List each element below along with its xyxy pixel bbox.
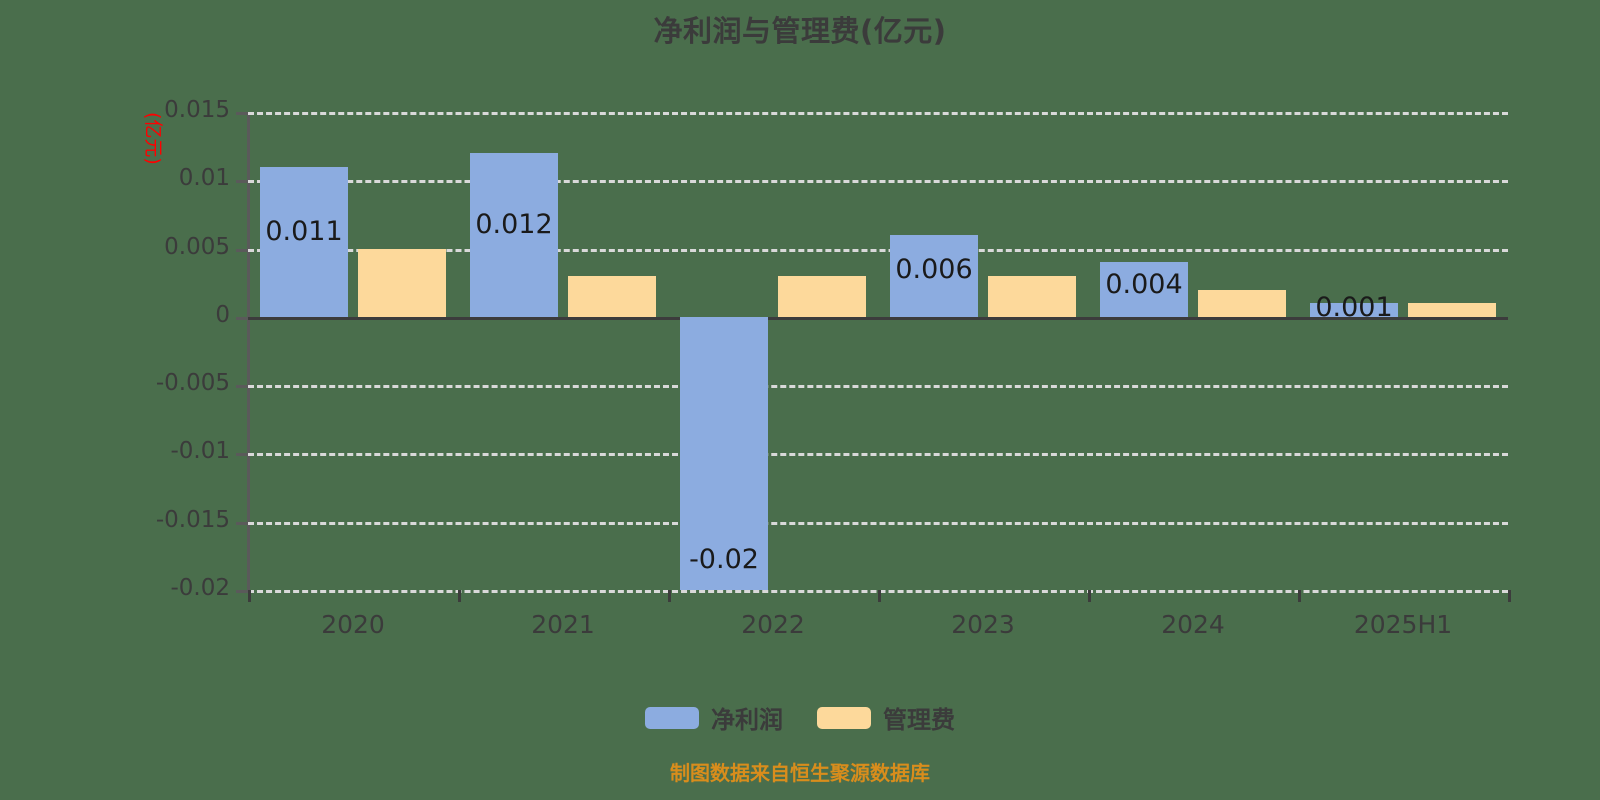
x-axis-tick	[1298, 590, 1301, 602]
gridline	[248, 180, 1508, 184]
x-axis-label-2024: 2024	[1161, 610, 1225, 639]
legend-swatch-admin-fee	[817, 706, 871, 729]
footer-source-note: 制图数据来自恒生聚源数据库	[670, 761, 930, 785]
bar-value-label-2021: 0.012	[475, 208, 553, 240]
zero-axis-line	[248, 316, 1508, 320]
x-axis-tick	[248, 590, 251, 602]
y-axis-tick-label: -0.02	[170, 575, 230, 601]
bar-net-profit-2023[interactable]	[890, 234, 978, 317]
y-axis-tick-label: -0.015	[155, 506, 230, 533]
legend-item-net-profit[interactable]: 净利润	[645, 700, 783, 735]
bar-net-profit-2021[interactable]	[470, 152, 558, 317]
x-axis-label-2023: 2023	[951, 610, 1015, 639]
bar-value-label-2020: 0.011	[265, 216, 343, 248]
gridline	[248, 112, 1508, 115]
x-axis-label-2025H1: 2025H1	[1353, 610, 1453, 639]
x-axis-tick	[1508, 590, 1511, 602]
gridline	[248, 521, 1508, 525]
y-axis-tick	[236, 248, 248, 252]
bar-value-label-2024: 0.004	[1105, 268, 1183, 300]
gridline	[248, 385, 1508, 389]
bar-admin-fee-2020[interactable]	[358, 248, 446, 317]
bar-net-profit-2022[interactable]	[680, 316, 768, 590]
bar-net-profit-2024[interactable]	[1100, 262, 1188, 317]
legend-item-admin-fee[interactable]: 管理费	[817, 700, 955, 735]
x-axis-tick	[668, 590, 671, 602]
y-axis-line	[247, 112, 250, 590]
legend-label-admin-fee: 管理费	[883, 706, 955, 734]
y-axis-tick-label: 0.01	[178, 165, 230, 192]
y-axis-tick-label: 0.015	[164, 97, 230, 123]
x-axis-label-2022: 2022	[741, 610, 805, 639]
legend-label-net-profit: 净利润	[711, 706, 783, 734]
plot-area: 0.015 0.01 0.005 0 -0.005 -0.01 -0.015 -0.02 0.0…	[156, 97, 1511, 639]
x-axis-tick	[878, 590, 881, 602]
y-axis-tick	[236, 112, 248, 115]
y-axis-tick	[236, 316, 248, 320]
y-axis-tick-label: 0.005	[164, 233, 230, 260]
y-axis-tick	[236, 385, 248, 389]
bar-value-label-2022: -0.02	[689, 544, 759, 575]
chart-legend: 净利润 管理费	[0, 700, 1600, 735]
y-axis-tick	[236, 180, 248, 184]
y-axis-tick-label: -0.005	[155, 370, 230, 397]
bar-admin-fee-2025H1[interactable]	[1408, 303, 1496, 317]
y-axis-tick-label: 0	[215, 301, 230, 328]
bar-admin-fee-2022[interactable]	[778, 275, 866, 317]
bar-admin-fee-2023[interactable]	[988, 275, 1076, 317]
bar-admin-fee-2024[interactable]	[1198, 289, 1286, 317]
gridline	[248, 453, 1508, 457]
bar-value-label-2025H1: 0.001	[1315, 292, 1393, 324]
x-axis-label-2021: 2021	[531, 610, 595, 639]
y-axis-tick	[236, 590, 248, 593]
bar-admin-fee-2021[interactable]	[568, 275, 656, 317]
y-axis-tick-label: -0.01	[170, 438, 230, 465]
bar-net-profit-2025H1[interactable]	[1310, 303, 1398, 317]
chart-title: 净利润与管理费(亿元)	[653, 14, 947, 48]
legend-swatch-net-profit	[645, 706, 699, 729]
bar-value-label-2023: 0.006	[895, 253, 973, 285]
x-axis-tick	[1088, 590, 1091, 602]
x-axis-label-2020: 2020	[321, 610, 385, 639]
x-axis-tick	[458, 590, 461, 602]
y-axis-tick	[236, 453, 248, 457]
gridline	[248, 248, 1508, 252]
bar-net-profit-2020[interactable]	[260, 166, 348, 317]
y-axis-tick	[236, 521, 248, 525]
